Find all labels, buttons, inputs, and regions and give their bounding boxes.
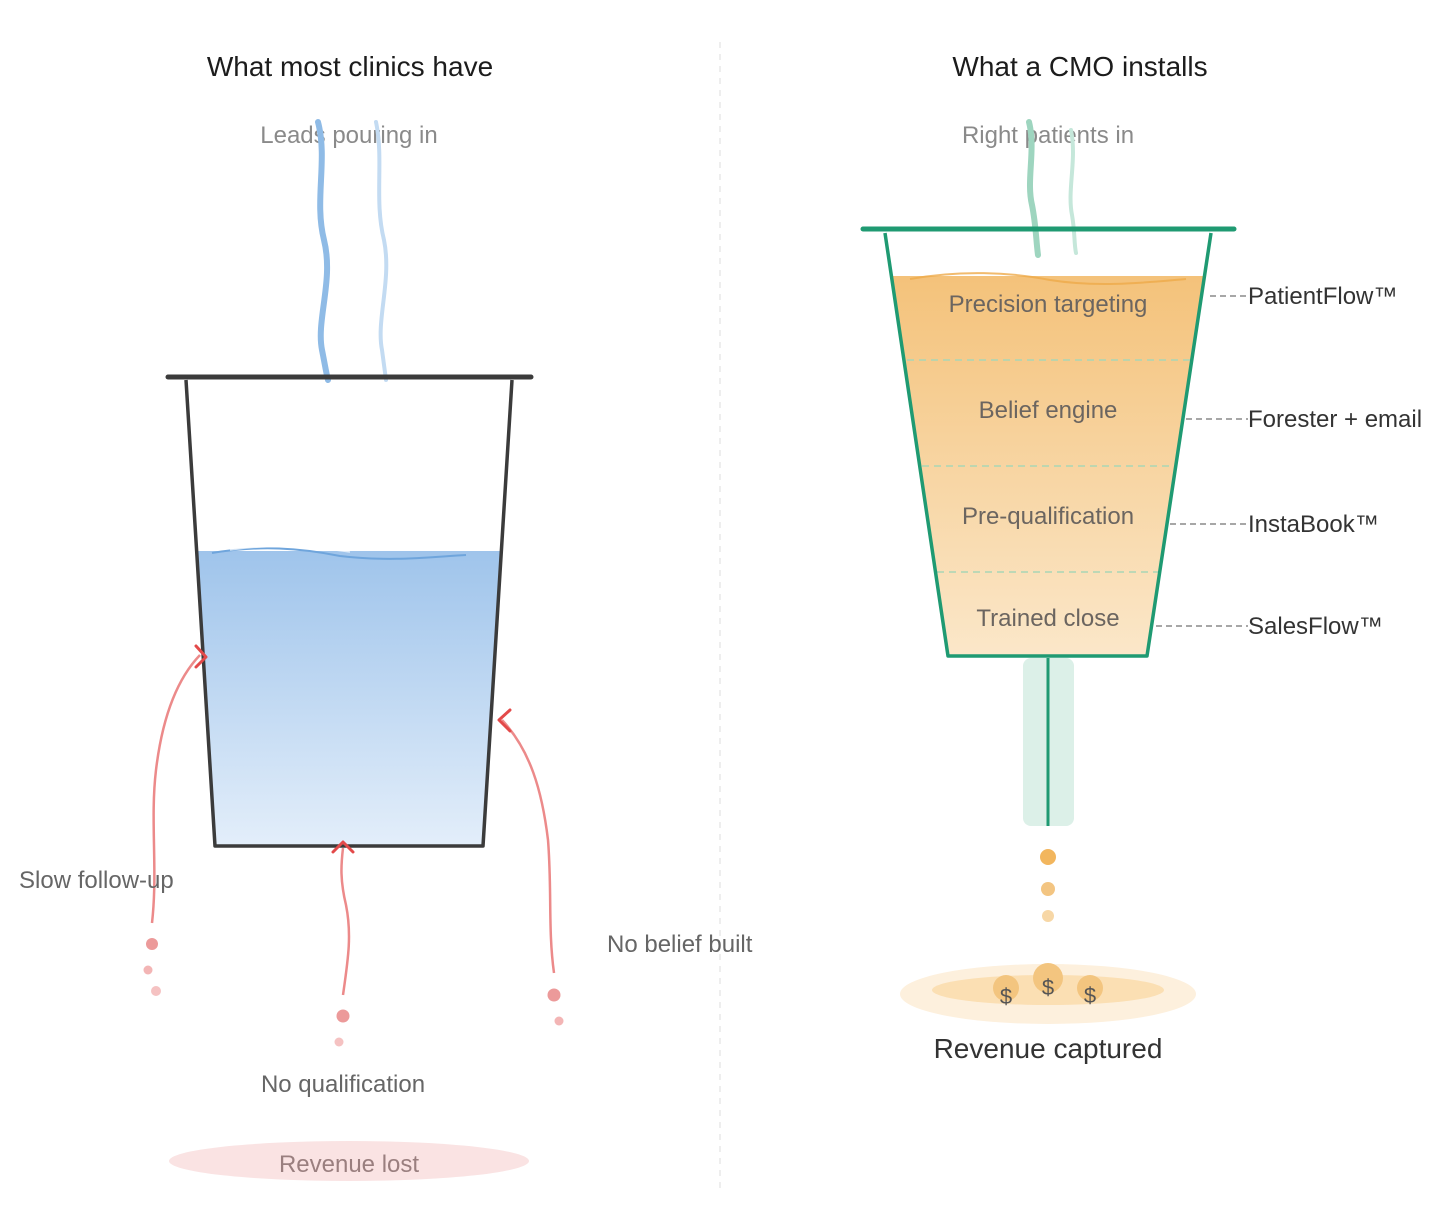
leak-drop <box>151 986 161 996</box>
revenue-drop <box>1042 910 1054 922</box>
layer-label-precision-targeting: Precision targeting <box>949 291 1148 318</box>
leak-arrowhead-left <box>194 644 208 669</box>
right-title: What a CMO installs <box>952 51 1207 82</box>
leak-arrow-right <box>501 719 556 974</box>
layer-label-trained-close: Trained close <box>976 605 1119 632</box>
leak-drop <box>146 938 158 950</box>
coin-symbol: $ <box>1042 975 1054 1000</box>
left-title: What most clinics have <box>207 51 493 82</box>
revenue-drop <box>1040 849 1056 865</box>
leak-arrow-left <box>150 654 201 924</box>
revenue-lost-label: Revenue lost <box>279 1151 419 1178</box>
layer-label-pre-qualification: Pre-qualification <box>962 503 1134 530</box>
layer-label-belief-engine: Belief engine <box>979 397 1118 424</box>
revenue-lost-puddle <box>169 1141 529 1181</box>
water-surface-highlight <box>229 545 351 553</box>
leak-drop <box>143 965 153 975</box>
revenue-drop <box>1041 882 1055 896</box>
leak-drop <box>554 1016 564 1026</box>
leak-label-slow-follow-up: Slow follow-up <box>19 867 174 894</box>
coin-icon: $ <box>1033 963 1063 1000</box>
right-panel: What a CMO installs Right patients in Pr… <box>860 51 1422 1064</box>
lead-stream-1 <box>315 119 331 383</box>
left-panel: What most clinics have Leads pouring in … <box>19 51 753 1181</box>
coin-symbol: $ <box>1000 984 1012 1009</box>
right-input-label: Right patients in <box>962 122 1134 149</box>
coin-symbol: $ <box>1084 983 1096 1008</box>
patient-stream-1 <box>1026 119 1041 258</box>
leak-arrowhead-bottom <box>331 840 355 854</box>
leak-label-no-belief-built: No belief built <box>607 931 753 958</box>
cup-water <box>198 551 501 846</box>
lead-stream-2 <box>374 120 389 382</box>
funnel-outline <box>883 232 1213 658</box>
leak-arrowhead-right <box>497 708 512 733</box>
leak-arrow-bottom <box>340 847 351 996</box>
tool-label-patientflow: PatientFlow™ <box>1248 283 1397 310</box>
leak-drop <box>547 988 561 1002</box>
coin-icon: $ <box>993 975 1019 1009</box>
leak-drop <box>336 1009 350 1023</box>
tool-label-forester-email: Forester + email <box>1248 406 1422 433</box>
coin-icon: $ <box>1077 975 1103 1008</box>
funnel-surface-wave <box>909 272 1187 285</box>
leak-drop <box>334 1037 344 1047</box>
tool-label-instabook: InstaBook™ <box>1248 511 1379 538</box>
leak-label-no-qualification: No qualification <box>261 1071 425 1098</box>
left-input-label: Leads pouring in <box>260 122 437 149</box>
tool-label-salesflow: SalesFlow™ <box>1248 613 1383 640</box>
patient-stream-2 <box>1068 128 1078 255</box>
revenue-captured-label: Revenue captured <box>934 1033 1163 1064</box>
water-surface-wave <box>211 547 467 560</box>
